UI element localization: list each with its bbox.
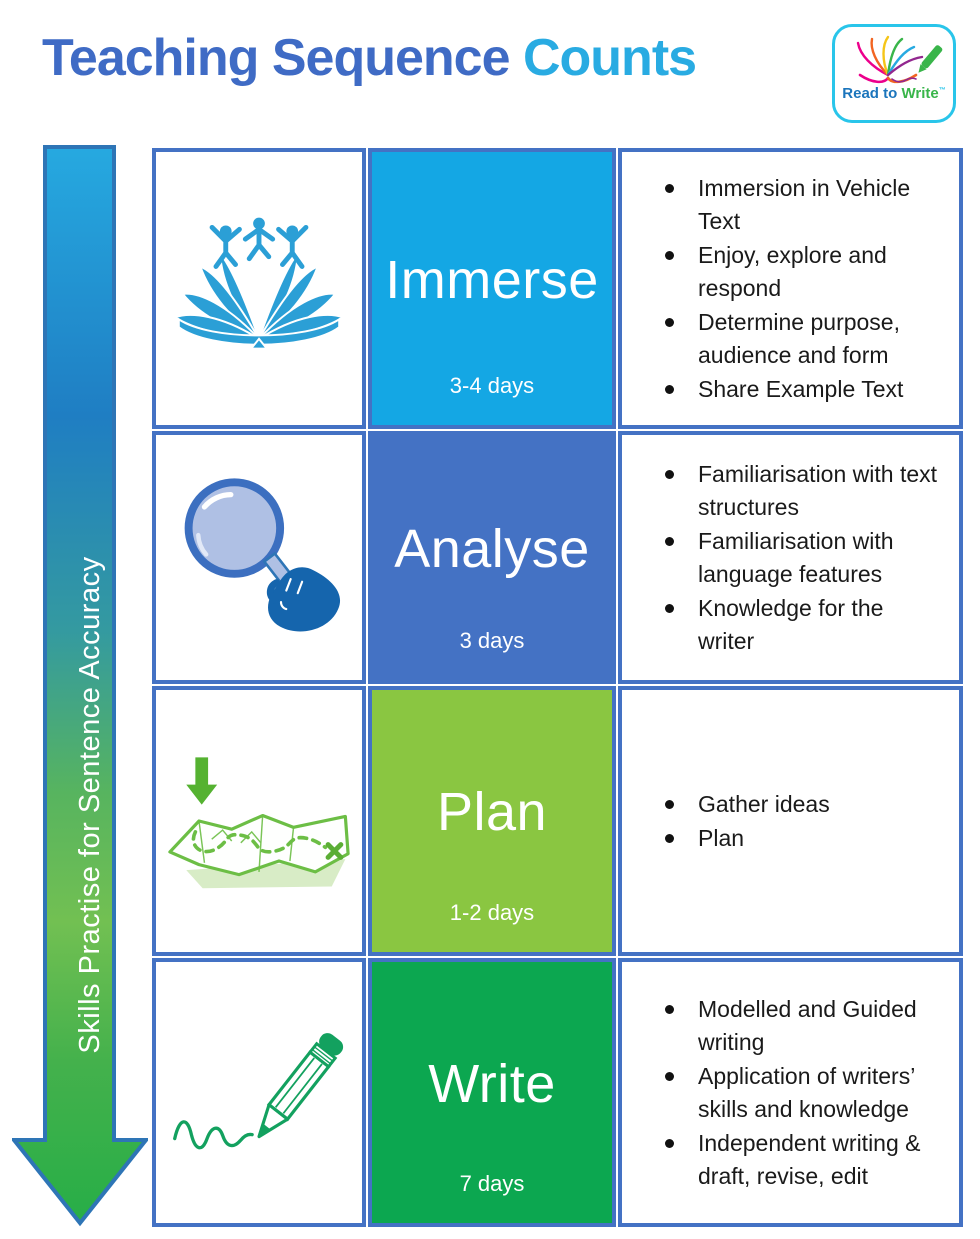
teaching-sequence-table: Immerse 3-4 days Immersion in Vehicle Te… xyxy=(152,148,963,1227)
bullet-item: Plan xyxy=(662,822,945,855)
stage-duration-analyse: 3 days xyxy=(459,628,525,653)
stage-duration-write: 7 days xyxy=(459,1171,525,1196)
page-title: Teaching Sequence Counts xyxy=(42,28,697,88)
logo-trademark: ™ xyxy=(938,87,946,94)
plan-icon-cell xyxy=(152,686,366,956)
pencil-writing-icon xyxy=(173,1032,344,1149)
stage-duration-immerse: 3-4 days xyxy=(449,373,535,398)
stage-cell-write: Write 7 days xyxy=(368,958,616,1227)
immerse-icon-cell xyxy=(152,148,366,429)
logo-write: Write xyxy=(901,85,939,102)
treasure-map-icon xyxy=(168,757,350,889)
bullet-item: Share Example Text xyxy=(662,373,945,406)
title-accent: Counts xyxy=(522,29,697,87)
down-arrow-icon xyxy=(9,145,151,1227)
stage-name-write: Write xyxy=(428,1053,556,1114)
stage-name-immerse: Immerse xyxy=(385,249,599,310)
title-primary: Teaching Sequence xyxy=(42,29,511,87)
bullet-item: Determine purpose, audience and form xyxy=(662,306,945,372)
bullet-item: Immersion in Vehicle Text xyxy=(662,172,945,238)
write-icon-cell xyxy=(152,958,366,1227)
arrow-label: Skills Practise for Sentence Accuracy xyxy=(74,556,106,1054)
stage-cell-analyse: Analyse 3 days xyxy=(368,431,616,684)
read-to-write-logo: Read to Write™ xyxy=(832,24,956,123)
logo-book-art-icon xyxy=(856,35,943,84)
bullet-item: Enjoy, explore and respond xyxy=(662,239,945,305)
analyse-icon-cell xyxy=(152,431,366,684)
logo-wordmark: Read to Write™ xyxy=(842,85,945,102)
bullet-item: Familiarisation with text structures xyxy=(662,458,945,524)
stage-name-analyse: Analyse xyxy=(394,518,590,579)
stage-cell-immerse: Immerse 3-4 days xyxy=(368,148,616,429)
stage-cell-plan: Plan 1-2 days xyxy=(368,686,616,956)
magnifying-glass-hand-icon xyxy=(184,477,341,631)
stage-duration-plan: 1-2 days xyxy=(449,900,535,925)
bullet-item: Application of writers’ skills and knowl… xyxy=(662,1060,945,1126)
stage-name-plan: Plan xyxy=(436,782,548,842)
bullet-item: Knowledge for the writer xyxy=(662,592,945,658)
logo-read-to: Read to xyxy=(842,85,898,102)
bullet-item: Gather ideas xyxy=(662,788,945,821)
bullet-item: Familiarisation with language features xyxy=(662,525,945,591)
open-book-jumping-readers-icon xyxy=(172,217,346,350)
bullet-item: Modelled and Guided writing xyxy=(662,993,945,1059)
bullet-item: Independent writing & draft, revise, edi… xyxy=(662,1127,945,1193)
skills-practise-arrow: Skills Practise for Sentence Accuracy xyxy=(9,145,151,1227)
